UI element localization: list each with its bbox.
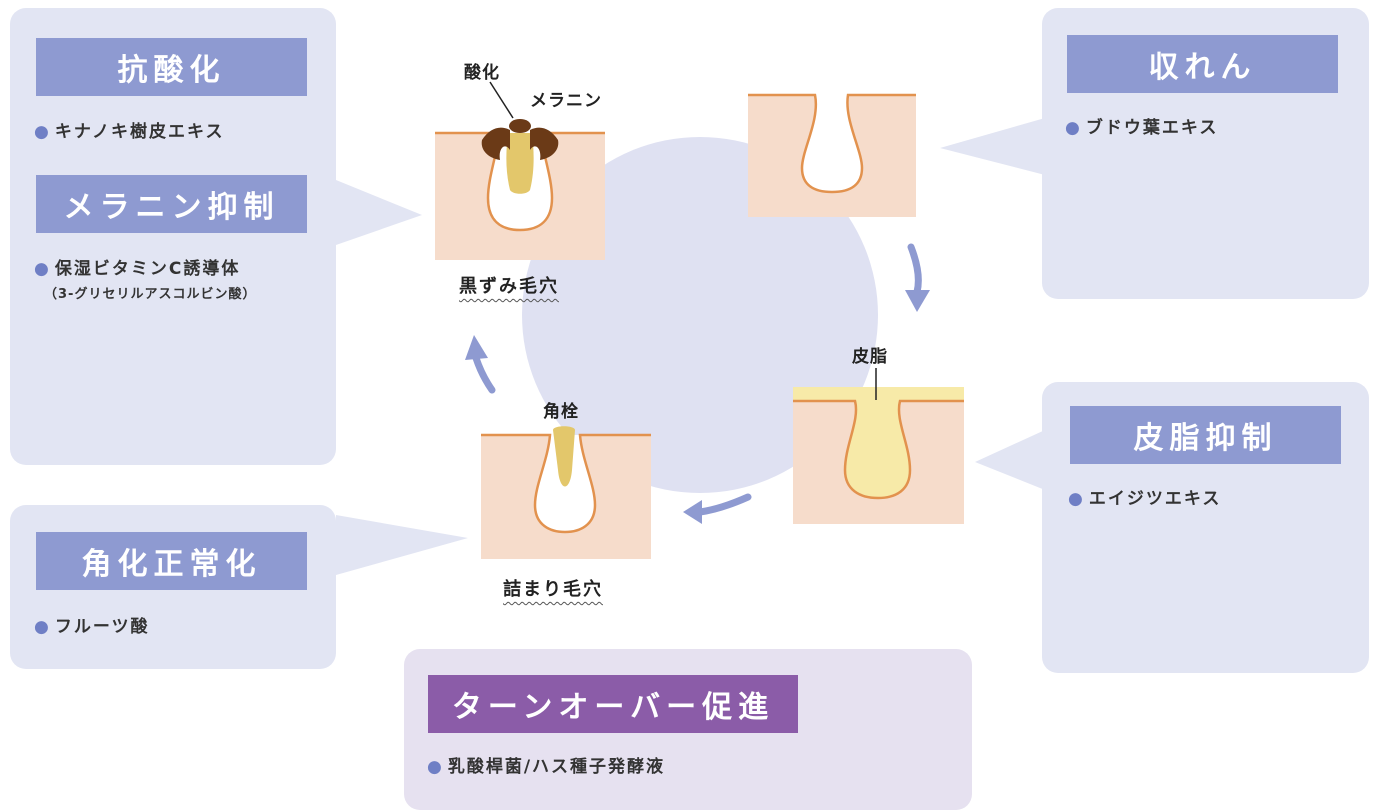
pointer-right-top	[940, 118, 1045, 175]
sebum-pore-figure	[793, 368, 964, 524]
ingredient-eijitsu: ●エイジツエキス	[1068, 489, 1222, 509]
open-pore-figure	[748, 93, 916, 217]
turnover-title: ターンオーバー促進	[428, 675, 798, 733]
oxidation-label: 酸化	[464, 63, 500, 83]
pointer-left-bottom	[336, 515, 468, 575]
antioxidant-title: 抗酸化	[36, 38, 307, 96]
ingredient-vitamin-c: ●保湿ビタミンC誘導体	[34, 259, 241, 279]
blackhead-pore-figure	[435, 81, 605, 260]
cycle-circle	[522, 137, 878, 493]
bullet-dot: ●	[1068, 489, 1085, 509]
ingredient-grape-leaf: ●ブドウ葉エキス	[1065, 118, 1219, 138]
melanin-suppression-title: メラニン抑制	[36, 175, 307, 233]
melanin-label: メラニン	[530, 91, 602, 111]
ingredient-lactobacillus: ●乳酸桿菌/ハス種子発酵液	[427, 757, 666, 777]
keratinization-title: 角化正常化	[36, 532, 307, 590]
clogged-pore-caption: 詰まり毛穴	[503, 579, 603, 600]
bullet-dot: ●	[427, 757, 444, 777]
sebum-label: 皮脂	[852, 347, 888, 367]
sebum-suppression-title: 皮脂抑制	[1070, 406, 1341, 464]
pointer-left-top	[336, 180, 422, 245]
astringent-title: 収れん	[1067, 35, 1338, 93]
pointer-right-bottom	[975, 430, 1045, 490]
blackhead-pore-caption: 黒ずみ毛穴	[459, 276, 559, 297]
ingredient-fruit-acid: ●フルーツ酸	[34, 617, 150, 637]
bullet-dot: ●	[34, 617, 51, 637]
cycle-arrows	[472, 243, 922, 516]
ingredient-vitamin-c-sub: （3-グリセリルアスコルビン酸）	[44, 287, 257, 302]
bullet-dot: ●	[34, 259, 51, 279]
ingredient-cinchona: ●キナノキ樹皮エキス	[34, 122, 225, 142]
clogged-pore-figure	[481, 426, 651, 559]
bullet-dot: ●	[34, 122, 51, 142]
keratin-plug-label: 角栓	[543, 402, 579, 422]
bullet-dot: ●	[1065, 118, 1082, 138]
